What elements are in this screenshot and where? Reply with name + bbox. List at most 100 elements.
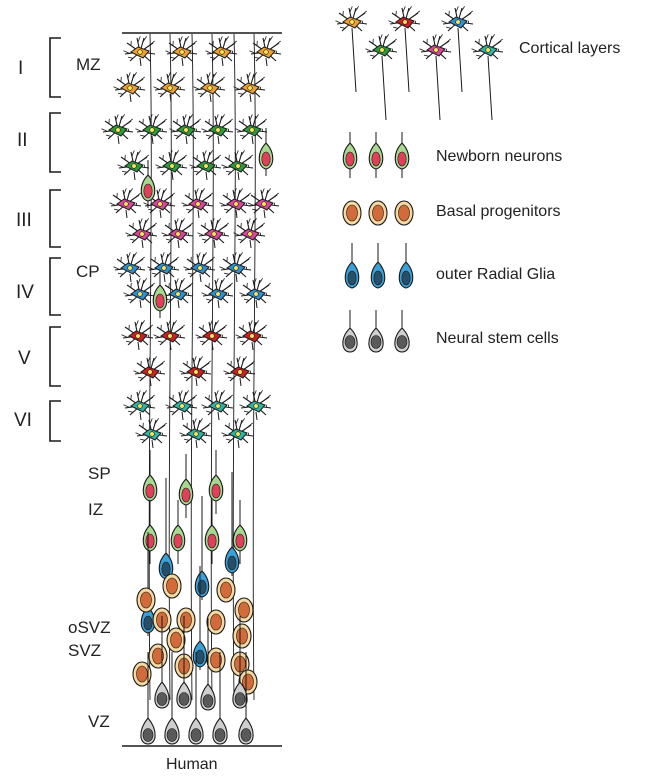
- layer-bracket: [49, 257, 61, 316]
- legend-basal-progenitor: [394, 200, 414, 226]
- legend-label-outer-radial-glia: outer Radial Glia: [436, 266, 556, 283]
- radial-fiber: [168, 33, 172, 701]
- legend-outer-radial-glia: [398, 243, 414, 289]
- cortical-neuron: [201, 114, 234, 145]
- newborn-neuron: [208, 450, 224, 514]
- cortical-neuron: [169, 114, 202, 145]
- cortical-neuron: [135, 418, 168, 449]
- legend-newborn-neuron: [394, 132, 410, 178]
- cortical-neuron: [133, 356, 166, 387]
- layer-bracket: [49, 189, 61, 248]
- basal-progenitor: [232, 623, 252, 649]
- newborn-neuron: [178, 454, 194, 518]
- radial-fiber: [210, 33, 214, 701]
- layer-bracket: [49, 112, 61, 173]
- cortical-neuron: [235, 114, 268, 145]
- layer-bracket: [49, 400, 61, 442]
- cortical-neuron: [117, 150, 150, 181]
- legend-basal-progenitor: [342, 200, 362, 226]
- cortical-neuron: [123, 36, 156, 67]
- newborn-neuron: [142, 500, 158, 564]
- legend-neural-stem-cell: [368, 310, 384, 353]
- cortical-neuron: [219, 188, 252, 219]
- cortical-neuron: [155, 150, 188, 181]
- cortical-neuron: [441, 6, 474, 32]
- legend-label-basal-progenitors: Basal progenitors: [436, 203, 561, 220]
- outer-radial-glia: [224, 472, 240, 576]
- cortical-neuron: [195, 320, 228, 351]
- neural-stem-cell: [238, 652, 254, 745]
- neural-stem-cell: [232, 616, 248, 709]
- cortical-neuron: [113, 252, 146, 283]
- cortical-neuron: [233, 218, 266, 249]
- newborn-neuron: [140, 160, 156, 208]
- layer-brackets: [49, 37, 61, 442]
- legend-neural-stem-cell: [394, 310, 410, 353]
- cortical-neuron: [223, 356, 256, 387]
- legend-axon: [487, 55, 493, 121]
- zone-label-svz: SVZ: [68, 641, 102, 660]
- cortical-neuron: [121, 320, 154, 351]
- layer-label-II: II: [17, 130, 28, 151]
- neural-stem-cell: [154, 616, 170, 709]
- basal-progenitor: [132, 661, 152, 687]
- cortical-neuron: [335, 6, 368, 32]
- zone-label-vz: VZ: [88, 712, 110, 731]
- cortical-neuron: [201, 390, 234, 421]
- newborn-neuron: [152, 270, 168, 318]
- cortical-neuron: [109, 188, 142, 219]
- basal-progenitor: [176, 607, 196, 633]
- zone-label-mz: MZ: [76, 55, 101, 74]
- basal-progenitor: [166, 627, 186, 653]
- legend-label-cortical-layers: Cortical layers: [519, 40, 621, 57]
- neural-stem-cell: [164, 652, 180, 745]
- cortical-neuron: [153, 72, 186, 103]
- layer-label-III: III: [16, 210, 32, 231]
- species-caption: Human: [166, 756, 218, 773]
- cortical-neuron: [365, 34, 398, 60]
- newborn-neuron: [142, 450, 158, 514]
- legend-basal-progenitor: [368, 200, 388, 226]
- radial-fiber: [148, 33, 152, 701]
- cortical-neuron: [388, 6, 421, 32]
- newborn-neuron: [258, 128, 274, 176]
- layer-label-IV: IV: [16, 282, 34, 303]
- cortical-neuron: [125, 218, 158, 249]
- neural-stem-cell: [200, 618, 216, 711]
- layer-label-I: I: [18, 58, 24, 79]
- basal-progenitor: [148, 643, 168, 669]
- cortical-neuron: [161, 218, 194, 249]
- neural-stem-cell: [140, 652, 156, 745]
- outer-radial-glia: [192, 566, 208, 670]
- legend-newborn-neuron: [368, 132, 384, 178]
- cortical-neuron: [123, 278, 156, 309]
- legend-axon: [457, 27, 463, 93]
- basal-progenitor: [136, 587, 156, 613]
- layer-bracket: [49, 326, 61, 387]
- legend-outer-radial-glia: [344, 243, 360, 289]
- cells: [101, 36, 282, 745]
- cortical-neuron: [143, 188, 176, 219]
- cortical-neuron: [179, 418, 212, 449]
- newborn-neuron: [232, 500, 248, 564]
- cortical-neuron: [181, 188, 214, 219]
- cortical-neuron: [165, 36, 198, 67]
- zone-label-cp: CP: [76, 262, 100, 281]
- legend-label-newborn-neurons: Newborn neurons: [436, 148, 563, 165]
- layer-bracket: [49, 37, 61, 98]
- outer-radial-glia: [158, 478, 174, 582]
- legend-icons: [335, 6, 504, 353]
- legend-axon: [381, 55, 387, 121]
- cortical-neuron: [135, 114, 168, 145]
- legend-neural-stem-cell: [342, 310, 358, 353]
- cortical-neuron: [471, 34, 504, 60]
- cortical-neuron: [197, 218, 230, 249]
- cortical-neuron: [249, 36, 282, 67]
- neural-stem-cell: [212, 652, 228, 745]
- newborn-neuron: [170, 500, 186, 564]
- cortical-neuron: [221, 418, 254, 449]
- cortical-neuron: [123, 390, 156, 421]
- newborn-neuron: [204, 500, 220, 564]
- radial-fiber: [190, 33, 194, 701]
